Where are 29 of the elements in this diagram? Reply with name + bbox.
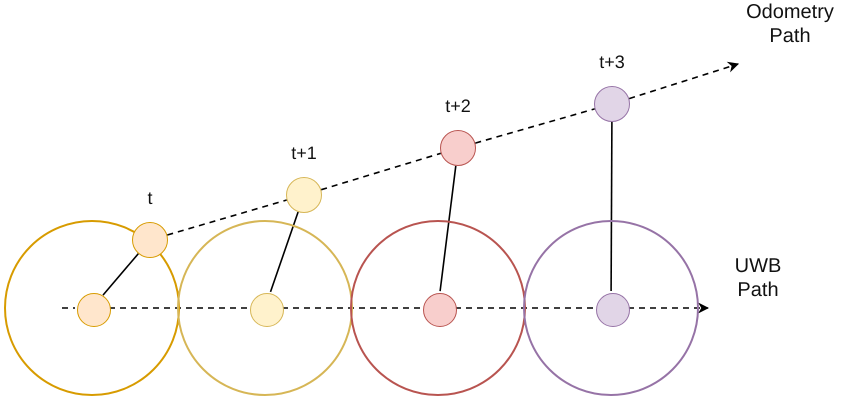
- position-circle: [77, 293, 111, 327]
- dashed-line: [320, 152, 442, 190]
- dashed-line: [282, 307, 421, 309]
- connector-line: [102, 253, 139, 296]
- dashed-line: [62, 307, 75, 309]
- time-label: t+1: [290, 142, 318, 165]
- position-circle: [440, 130, 476, 166]
- time-label: t+2: [444, 95, 472, 118]
- connector-line: [270, 212, 299, 292]
- dashed-line: [109, 307, 248, 309]
- position-circle: [423, 293, 457, 327]
- path-label: Odometry Path: [745, 0, 835, 48]
- dashed-line: [167, 199, 287, 236]
- position-circle: [594, 86, 630, 122]
- range-circle: [350, 220, 526, 396]
- range-circle: [177, 220, 353, 396]
- position-circle: [596, 293, 630, 327]
- range-circle: [523, 220, 699, 396]
- time-label: t+3: [598, 51, 626, 74]
- dashed-arrow: [628, 62, 740, 100]
- time-label: t: [146, 187, 154, 210]
- dashed-line: [475, 108, 595, 144]
- position-circle: [250, 293, 284, 327]
- path-label: UWB Path: [734, 254, 782, 302]
- dashed-line: [455, 307, 594, 309]
- connector-line: [610, 122, 613, 291]
- dashed-arrow: [628, 302, 710, 314]
- connector-line: [439, 166, 457, 292]
- position-circle: [286, 177, 322, 213]
